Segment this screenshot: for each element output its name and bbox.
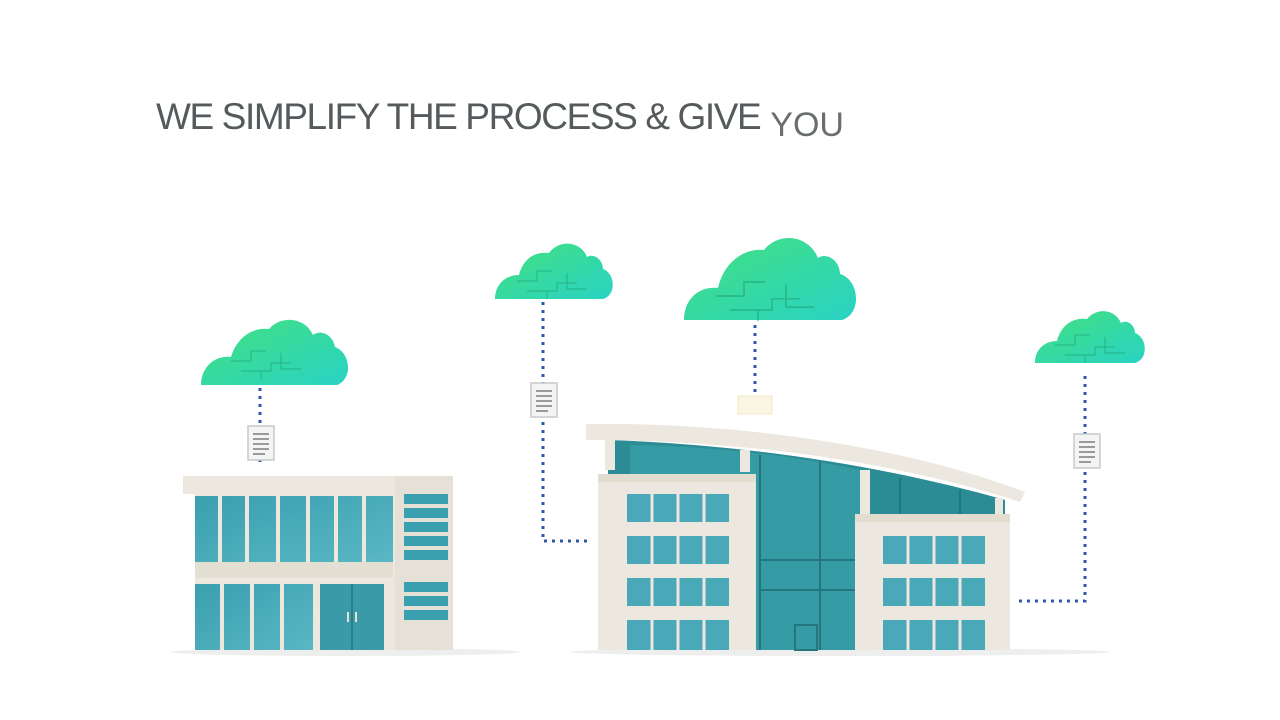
windows-left-wing <box>627 494 729 650</box>
building-right <box>586 423 1025 651</box>
cloud-icon <box>201 319 349 385</box>
cloud-icon <box>495 243 613 300</box>
headline-main: WE SIMPLIFY THE PROCESS & GIVE <box>156 96 762 137</box>
document-icon <box>247 425 275 461</box>
document-icon <box>1073 433 1101 469</box>
document-icon <box>530 382 558 418</box>
cloud-icon <box>1035 311 1145 364</box>
windows-right-wing <box>883 536 985 650</box>
building-left <box>183 476 453 650</box>
headline-tail: YOU <box>770 106 844 144</box>
document-icon <box>737 395 773 415</box>
cloud-icon <box>684 238 857 323</box>
